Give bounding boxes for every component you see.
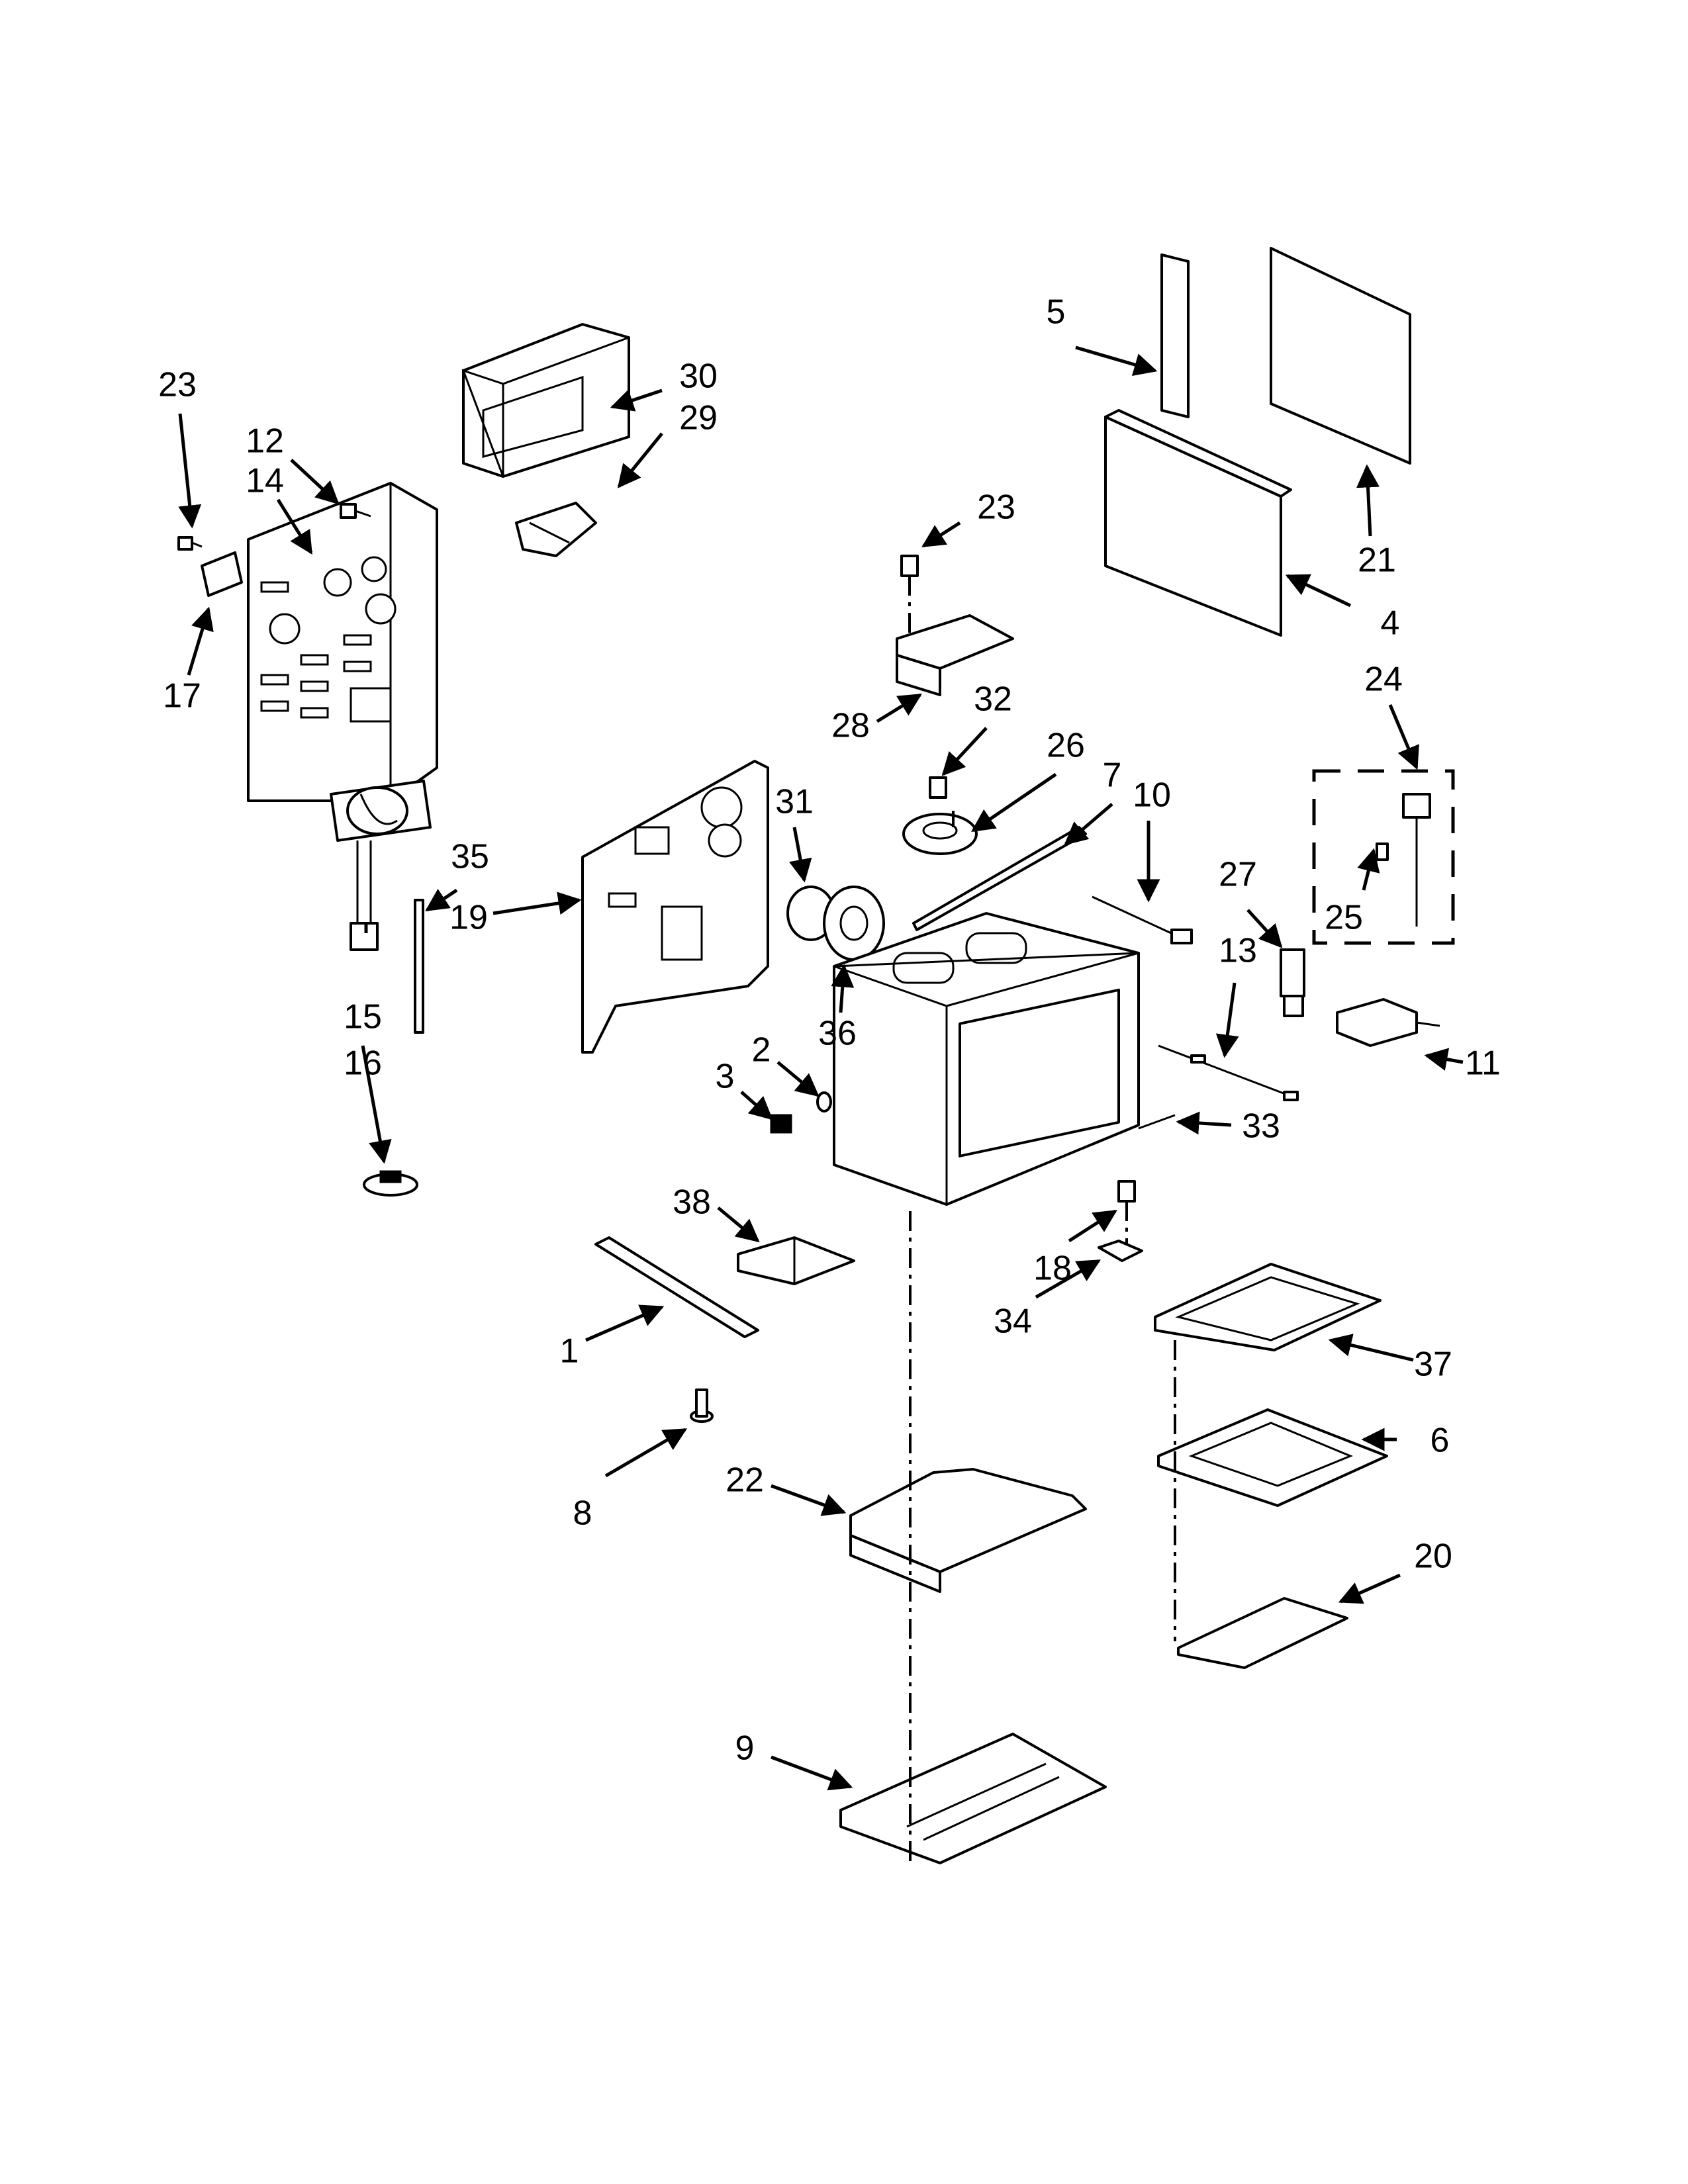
callout-8: 8 [573,1494,592,1533]
callout-14: 14 [246,462,284,500]
callout-11: 11 [1465,1044,1501,1083]
callout-15: 15 [344,998,382,1036]
callout-32: 32 [974,680,1012,719]
part-small-plate [177,536,243,597]
part-probe-10 [1092,895,1193,944]
part-rod-33 [1138,1114,1176,1130]
callout-22: 22 [726,1461,764,1500]
callout-33: 33 [1242,1107,1280,1146]
part-screw-12 [340,503,371,519]
part-tray [1177,1597,1348,1669]
part-base-plate [849,1468,1087,1593]
callout-29: 29 [679,399,718,437]
callout-19: 19 [449,899,488,937]
part-sensor [1158,1044,1299,1101]
part-clip [1098,1180,1143,1262]
part-slide-rail [594,1236,759,1338]
callout-5: 5 [1047,293,1066,332]
part-fan-motor [330,780,432,951]
callout-17: 17 [163,677,201,715]
callout-labels: 23 12 14 17 30 29 5 21 4 23 28 24 32 26 … [158,293,1501,1768]
callout-36: 36 [818,1015,857,1053]
callout-13: 13 [1219,932,1257,970]
part-rack [1157,1408,1388,1507]
callout-9: 9 [735,1729,755,1768]
callout-23-center: 23 [977,488,1015,527]
part-oven-cavity [833,912,1140,1206]
part-bottom-pan [839,1733,1107,1864]
part-leveling-leg [690,1388,714,1423]
part-thermal-switch [363,1170,418,1197]
callout-3: 3 [716,1058,735,1096]
part-top-frame [1154,1263,1382,1351]
callout-7: 7 [1103,756,1122,795]
callout-37: 37 [1414,1345,1452,1384]
callout-16: 16 [344,1044,382,1083]
part-valve [1336,998,1440,1047]
callout-35: 35 [451,838,489,876]
callout-25: 25 [1325,899,1363,937]
callout-34: 34 [994,1302,1032,1341]
callout-27: 27 [1219,856,1257,894]
callout-18: 18 [1033,1250,1072,1288]
assembly-lines [909,811,1176,1866]
part-large-panel [1270,247,1411,465]
part-front-panel [1104,409,1292,637]
part-strip [414,899,424,1034]
callout-30: 30 [679,357,718,396]
callout-12: 12 [246,422,284,461]
part-convection-fan [786,886,885,961]
leader-arrows [178,345,1464,1791]
callout-21: 21 [1358,541,1396,580]
callout-26: 26 [1047,727,1085,765]
part-duct-piece [515,502,597,557]
part-narrow-panel [1160,253,1190,418]
callout-1: 1 [560,1332,579,1371]
callout-20: 20 [1414,1537,1452,1576]
part-bracket [896,555,1014,696]
part-bracket-38 [737,1236,855,1285]
callout-10: 10 [1133,776,1171,815]
part-rear-panel [247,482,438,802]
callout-6: 6 [1430,1422,1450,1460]
part-back-wall [581,760,769,1054]
callout-2: 2 [752,1031,771,1069]
part-screw-washer [770,1091,832,1134]
part-air-duct [461,323,630,478]
callout-31: 31 [775,783,814,821]
part-burner [902,776,978,855]
callout-38: 38 [673,1183,711,1222]
callout-4: 4 [1381,604,1400,643]
part-igniter [1280,948,1305,1017]
callout-24: 24 [1364,660,1403,699]
callout-28: 28 [831,707,870,745]
callout-23-left: 23 [158,366,197,404]
